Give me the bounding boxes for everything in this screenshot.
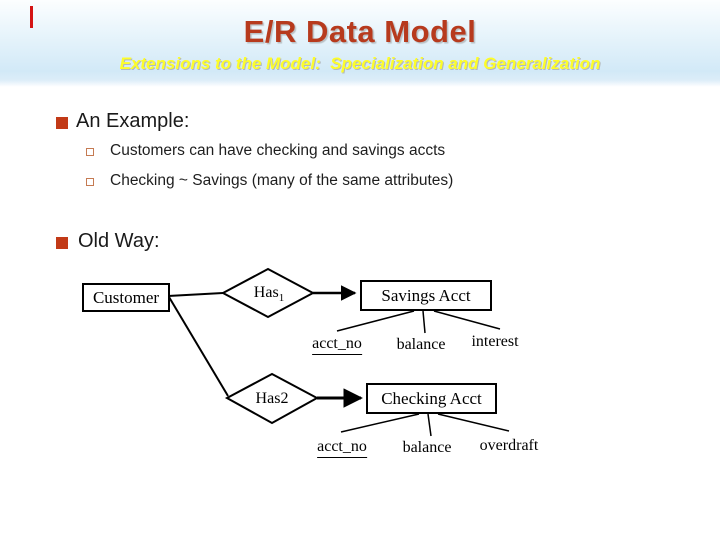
attribute-checking-balance: balance xyxy=(402,439,452,456)
slide-subtitle: Extensions to the Model: Specialization … xyxy=(119,54,601,73)
template-accent-tick xyxy=(30,6,33,28)
relationship-has2-label: Has2 xyxy=(255,390,289,407)
attribute-savings-balance: balance xyxy=(396,336,446,353)
bullet-square-icon xyxy=(56,237,68,249)
sub-bullet-square-icon xyxy=(86,148,94,156)
entity-customer: Customer xyxy=(82,283,170,312)
attribute-savings-interest: interest xyxy=(471,333,519,350)
entity-savings-acct: Savings Acct xyxy=(360,280,492,311)
sub-bullet-customers: Customers can have checking and savings … xyxy=(110,142,446,159)
entity-checking-acct: Checking Acct xyxy=(366,383,497,414)
attribute-checking-acct-no: acct_no xyxy=(317,438,367,458)
attribute-checking-overdraft: overdraft xyxy=(479,437,539,454)
sub-bullet-square-icon xyxy=(86,178,94,186)
attribute-savings-acct-no: acct_no xyxy=(312,335,362,355)
slide-header: E/R Data Model Extensions to the Model: … xyxy=(0,0,720,87)
bullet-old-way: Old Way: xyxy=(78,230,160,252)
bullet-an-example: An Example: xyxy=(76,110,190,132)
sub-bullet-checking-savings: Checking ~ Savings (many of the same att… xyxy=(110,172,454,189)
relationship-has1-label: Has1 xyxy=(253,283,285,305)
slide-title: E/R Data Model xyxy=(243,14,477,49)
bullet-square-icon xyxy=(56,117,68,129)
